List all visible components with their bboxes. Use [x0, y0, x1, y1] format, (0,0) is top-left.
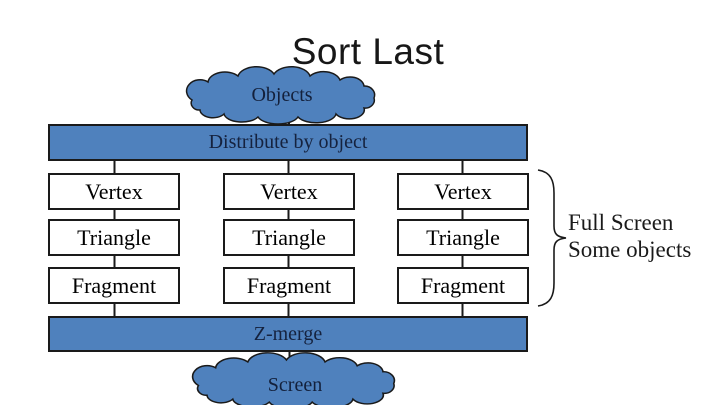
stage-label: Fragment — [71, 272, 157, 298]
stage-box-triangle-col3: Triangle — [397, 219, 529, 256]
stage-label: Triangle — [426, 224, 500, 250]
stage-label: Fragment — [246, 272, 332, 298]
screen-cloud-label: Screen — [267, 374, 323, 396]
objects-cloud-label: Objects — [251, 84, 313, 106]
stage-label: Vertex — [85, 178, 143, 204]
slide-title: Sort Last — [291, 31, 445, 72]
side-note-line2: Some objects — [568, 237, 692, 262]
side-note-line1: Full Screen — [568, 210, 674, 235]
z-merge-bar: Z-merge — [48, 316, 528, 352]
stage-box-triangle-col1: Triangle — [48, 219, 180, 256]
stage-box-fragment-col1: Fragment — [48, 267, 180, 304]
z-merge-bar-label: Z-merge — [253, 322, 323, 345]
stage-label: Fragment — [420, 272, 506, 298]
stage-label: Triangle — [77, 224, 151, 250]
stage-label: Vertex — [260, 178, 318, 204]
side-note: Full Screen Some objects — [568, 209, 718, 263]
stage-box-vertex-col2: Vertex — [223, 173, 355, 210]
stage-box-triangle-col2: Triangle — [223, 219, 355, 256]
stage-label: Vertex — [434, 178, 492, 204]
stage-box-fragment-col3: Fragment — [397, 267, 529, 304]
stage-label: Triangle — [252, 224, 326, 250]
stage-box-vertex-col3: Vertex — [397, 173, 529, 210]
distribute-by-object-bar: Distribute by object — [48, 124, 528, 161]
distribute-bar-label: Distribute by object — [208, 131, 368, 153]
stage-box-vertex-col1: Vertex — [48, 173, 180, 210]
curly-brace — [537, 169, 567, 307]
stage-box-fragment-col2: Fragment — [223, 267, 355, 304]
